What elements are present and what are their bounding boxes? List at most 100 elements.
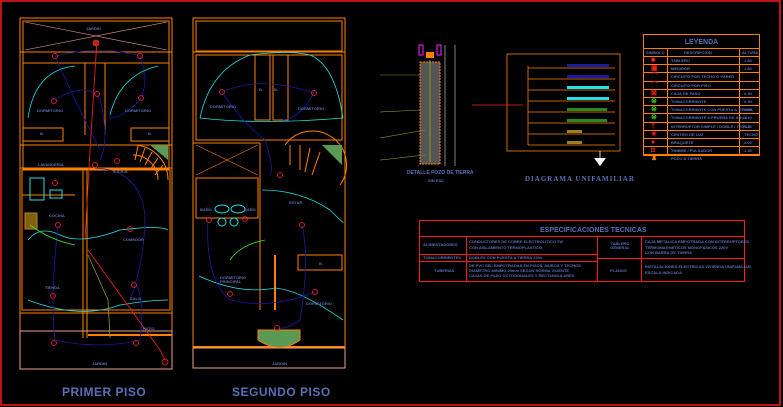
room-label: JARDIN (92, 361, 107, 366)
legend-title: LEYENDA (684, 39, 719, 46)
legend-description: MEDIDOR (671, 66, 690, 72)
legend-row: ✳ CENTRO DE LUZ TECHO (644, 129, 759, 138)
room-label: DORMITORIO (210, 104, 236, 109)
room-label: JARDIN (272, 361, 287, 366)
legend-row: ⌒CIRCUITO POR PISO (644, 80, 759, 89)
room-label: B. (40, 131, 44, 136)
legend-header-symbol: SIMBOLO (646, 50, 665, 55)
second-floor-title: SEGUNDO PISO (232, 385, 331, 399)
floor-plan-second-floor (192, 17, 347, 369)
outlet-icon: ⊜ (651, 114, 657, 122)
spec-label: TABLERO GENERAL (610, 241, 630, 250)
legend-description: POZO A TIERRA (671, 156, 703, 162)
specs-title: ESPECIFICACIONES TECNICAS (540, 227, 647, 234)
circuit-label: C-6 TERMA (567, 114, 589, 118)
room-label: DORMITORIO PRINCIPAL (220, 275, 246, 284)
legend-height: 0.30 (744, 99, 752, 104)
legend-description: INTERRUPTOR SIMPLE / DOBLE / TRIPLE (671, 123, 751, 129)
diagram-title: DIAGRAMA UNIFAMILIAR (525, 175, 635, 183)
ground-icon: ♜ (651, 155, 658, 163)
spec-text: DE PVC SEL EMPOTRADAS EN PISOS, MUROS Y … (469, 263, 581, 268)
circuit-label: RESERVA (567, 125, 586, 129)
spec-text: CON BARRA DE TIERRA (645, 250, 692, 255)
legend-divider (667, 48, 668, 155)
room-label: BAÑO (244, 207, 256, 212)
legend-header: SIMBOLO DESCRIPCION ALTURA (644, 48, 759, 56)
specs-divider (641, 236, 642, 281)
legend-description: TOMACORRIENTE CON PUESTA A TIERRA (671, 107, 753, 113)
legend-row: ♜ POZO A TIERRA (644, 154, 759, 162)
room-label: JARDIN (86, 26, 101, 31)
room-label: PATIO (143, 326, 155, 331)
roof-hatch (24, 21, 168, 51)
room-label: B. (148, 131, 152, 136)
ground-well-detail (379, 44, 456, 166)
circuit-label: C-2 ALUMBRADO (567, 70, 601, 74)
spec-text: CAJA METALICA EMPOTRADA CON INTERRUPTORE… (645, 239, 750, 244)
spec-label: TUBERIAS (434, 268, 455, 273)
circuit-label: C-3 TOMACORRIENTES (567, 81, 612, 85)
legend-description: CIRCUITO POR TECHO O PARED (671, 74, 735, 80)
unifilar-diagram (472, 53, 621, 166)
bath-fixtures (214, 204, 246, 227)
legend-table: LEYENDA SIMBOLO DESCRIPCION ALTURA ■TABL… (643, 34, 760, 162)
legend-height: TECHO (744, 131, 758, 137)
room-label: S.S.H.H. (113, 169, 129, 174)
light-icon: ✳ (651, 130, 657, 138)
floor-plan-first-floor (19, 17, 173, 370)
room-label: B. (274, 87, 278, 92)
ground-detail-subtitle: SIN ESC. (428, 178, 446, 183)
circuit-label: C-1 ALUMBRADO (567, 59, 601, 63)
legend-height: 2.00 (744, 140, 752, 145)
box-icon: ⊠ (651, 89, 657, 97)
room-label: DORMITORIO (306, 301, 332, 306)
legend-description: TOMACORRIENTE (671, 99, 707, 104)
legend-description: BRAQUETE (671, 140, 694, 145)
first-floor-title: PRIMER PISO (62, 385, 147, 399)
tablero-icon: ■ (651, 57, 656, 64)
circuits-second-floor (198, 52, 344, 329)
room-label: ESTAR (289, 200, 303, 205)
room-label: BAÑO (200, 207, 212, 212)
room-label: DORMITORIO (37, 108, 63, 113)
spec-text: CAJAS DE PASO OCTOGONALES Y RECTANGULARE… (469, 273, 575, 278)
circuit-bars (567, 64, 609, 144)
bell-icon: ◘ (651, 147, 656, 155)
spec-text: ESCALA INDICADA (645, 270, 682, 275)
specs-divider (597, 258, 744, 259)
spec-text: DOBLES CON PUESTA A TIERRA 220V (469, 255, 543, 260)
spec-text: INSTALACIONES ELECTRICAS VIVIENDA UNIFAM… (645, 264, 751, 269)
legend-height: 1.20 (744, 123, 752, 129)
legend-description: CIRCUITO POR PISO (671, 82, 711, 88)
room-label: COCINA (49, 213, 65, 218)
legend-description: CAJA DE PASO (671, 90, 701, 96)
switch-icon: ᛘ (651, 122, 656, 130)
circuits-first-floor (27, 39, 169, 361)
room-label: SALA (130, 296, 141, 301)
legend-height: 1.80 (744, 66, 752, 72)
legend-description: TIMBRE / PULSADOR (671, 148, 713, 154)
room-label: TIENDA (45, 285, 60, 290)
medidor-icon: ▣ (651, 65, 658, 73)
spiral-stair-first-floor (132, 144, 169, 181)
legend-description: CENTRO DE LUZ (671, 131, 704, 137)
legend-height: 1.80 (744, 58, 752, 63)
room-label: B. (259, 87, 263, 92)
light-fixtures-first-floor (50, 39, 169, 366)
legend-height: 0.30 (744, 90, 752, 96)
circuit-label: C-4 TOMACORRIENTES (567, 92, 612, 96)
circuit-label: C-5 COCINA (567, 103, 590, 107)
specs-divider (466, 236, 467, 281)
legend-height: 1.40 (744, 148, 752, 154)
arc-icon: ⌒ (651, 73, 658, 81)
spec-text: CONDUCTORES DE COBRE ELECTROLITICO TW (469, 239, 564, 244)
specifications-table: ESPECIFICACIONES TECNICAS ALIMENTADORES … (419, 220, 751, 282)
spec-text: TERMOMAGNETICOS MONOFASICOS 220V (645, 245, 729, 250)
